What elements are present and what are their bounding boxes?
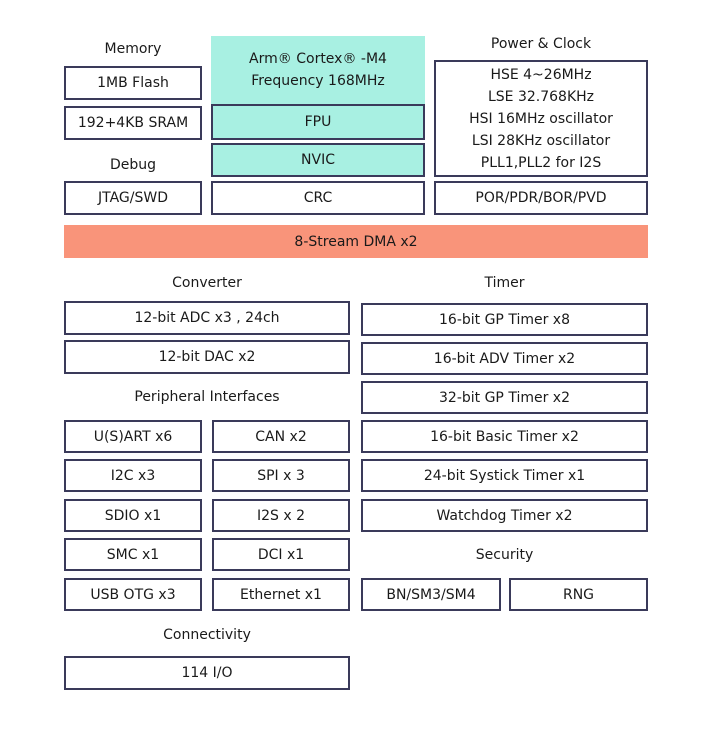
security-title: Security xyxy=(475,547,534,563)
memory-title: Memory xyxy=(104,41,162,57)
timer-block: 32-bit GP Timer x2 xyxy=(361,381,648,414)
peripheral-right-block: SPI x 3 xyxy=(212,459,350,492)
core-nvic-block: NVIC xyxy=(211,143,425,177)
converter-adc-block: 12-bit ADC x3 , 24ch xyxy=(64,301,350,335)
timer-block: 16-bit ADV Timer x2 xyxy=(361,342,648,375)
peripheral-left-block: I2C x3 xyxy=(64,459,202,492)
memory-flash-block: 1MB Flash xyxy=(64,66,202,100)
power-clock-line: HSE 4~26MHz xyxy=(490,66,592,83)
core-crc-block: CRC xyxy=(211,181,425,215)
peripheral-right-block: CAN x2 xyxy=(212,420,350,453)
power-clock-line: PLL1,PLL2 for I2S xyxy=(480,154,602,171)
timer-block: 24-bit Systick Timer x1 xyxy=(361,459,648,492)
power-clock-line: LSE 32.768KHz xyxy=(487,88,595,105)
power-clock-line: LSI 28KHz oscillator xyxy=(471,132,611,149)
peripheral-right-block: I2S x 2 xyxy=(212,499,350,532)
power-reset-block: POR/PDR/BOR/PVD xyxy=(434,181,648,215)
core-fpu-block: FPU xyxy=(211,104,425,140)
peripheral-left-block: U(S)ART x6 xyxy=(64,420,202,453)
timer-block: Watchdog Timer x2 xyxy=(361,499,648,532)
core-cpu-line1: Arm® Cortex® -M4 xyxy=(249,51,387,67)
timer-block: 16-bit GP Timer x8 xyxy=(361,303,648,336)
connectivity-io-block: 114 I/O xyxy=(64,656,350,690)
security-block: RNG xyxy=(509,578,648,611)
peripheral-right-block: Ethernet x1 xyxy=(212,578,350,611)
converter-title: Converter xyxy=(172,275,242,291)
debug-jtag-block: JTAG/SWD xyxy=(64,181,202,215)
peripheral-left-block: SMC x1 xyxy=(64,538,202,571)
core-cpu-block: Arm® Cortex® -M4 Frequency 168MHz xyxy=(211,36,425,104)
connectivity-title: Connectivity xyxy=(163,627,251,643)
debug-title: Debug xyxy=(109,157,157,173)
power-clock-block: HSE 4~26MHz LSE 32.768KHz HSI 16MHz osci… xyxy=(434,60,648,177)
peripheral-right-block: DCI x1 xyxy=(212,538,350,571)
memory-sram-block: 192+4KB SRAM xyxy=(64,106,202,140)
peripheral-left-block: SDIO x1 xyxy=(64,499,202,532)
dma-bar: 8-Stream DMA x2 xyxy=(64,225,648,258)
peripheral-title: Peripheral Interfaces xyxy=(134,389,280,405)
security-block: BN/SM3/SM4 xyxy=(361,578,501,611)
core-cpu-line2: Frequency 168MHz xyxy=(251,73,385,89)
power-title: Power & Clock xyxy=(490,36,592,52)
power-clock-line: HSI 16MHz oscillator xyxy=(469,110,613,127)
timer-title: Timer xyxy=(484,275,525,291)
peripheral-left-block: USB OTG x3 xyxy=(64,578,202,611)
converter-dac-block: 12-bit DAC x2 xyxy=(64,340,350,374)
timer-block: 16-bit Basic Timer x2 xyxy=(361,420,648,453)
